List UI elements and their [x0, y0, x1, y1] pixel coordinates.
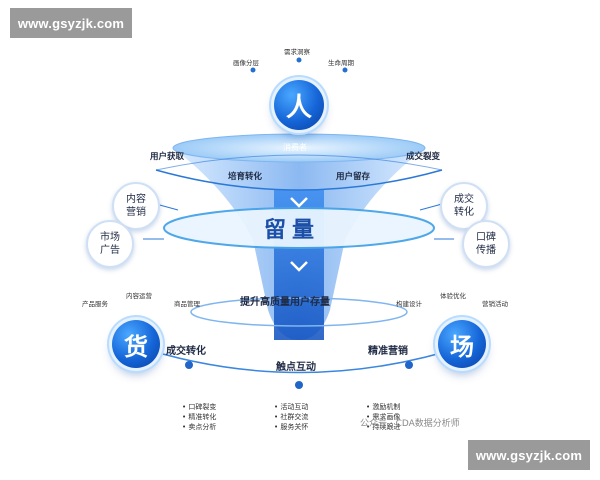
- arrow-down-2: [290, 261, 308, 272]
- ring-top-front: [155, 169, 443, 191]
- stage-deal-conversion: 成交转化: [166, 346, 206, 357]
- list-item: • 活动互动: [274, 403, 309, 411]
- stage-dot-1: [185, 361, 193, 369]
- list-item: • 口碑裂变: [182, 403, 217, 411]
- side-bubble-word-of-mouth: 口碑传播: [462, 220, 510, 268]
- side-label-word-of-mouth: 口碑传播: [476, 232, 496, 256]
- list-item: • 社群交流: [274, 413, 309, 421]
- side-label-content-marketing: 内容营销: [126, 194, 146, 218]
- lower-ring: [190, 297, 408, 327]
- stage-precision-marketing: 精准营销: [368, 346, 408, 357]
- list-item: • 持续跟进: [366, 423, 401, 431]
- consumer-label: 消费者: [283, 143, 307, 152]
- stage-touchpoint: 触点互动: [276, 362, 316, 373]
- top-disk: [172, 133, 426, 163]
- side-bubble-market-ads: 市场广告: [86, 220, 134, 268]
- bottom-arc: [132, 344, 469, 374]
- field-tag-campaign: 营销活动: [482, 300, 508, 308]
- list-item: • 激励机制: [366, 403, 401, 411]
- field-tag-experience: 体验优化: [440, 292, 466, 300]
- list-item: • 精准转化: [182, 413, 217, 421]
- label-user-acquire: 用户获取: [150, 152, 185, 162]
- list-item: • 卖点分析: [182, 423, 217, 431]
- person-circle: 人: [274, 80, 324, 130]
- field-tag-build: 构建设计: [396, 300, 422, 308]
- side-label-market-ads: 市场广告: [100, 232, 120, 256]
- label-cultivate: 培育转化: [228, 172, 263, 182]
- upgrade-label: 提升高质量用户存量: [240, 297, 330, 308]
- list-item: • 服务关怀: [274, 423, 309, 431]
- middle-disk: [163, 207, 435, 249]
- top-tag-lifecycle: 生命周期: [328, 59, 354, 67]
- goods-tag-merch: 商品管理: [174, 300, 200, 308]
- label-retain: 用户留存: [336, 172, 371, 182]
- goods-circle: 货: [112, 320, 160, 368]
- watermark-top: www.gsyzjk.com: [10, 8, 132, 38]
- stage-dot-3: [405, 361, 413, 369]
- stage-dot-2: [295, 381, 303, 389]
- list-item: • 需求画像: [366, 413, 401, 421]
- source-caption: 公众号 · CDA数据分析师: [360, 419, 460, 429]
- center-title: 留量: [264, 218, 321, 243]
- bullet-list-3: • 激励机制 • 需求画像 • 持续跟进: [366, 402, 400, 432]
- side-label-deal-conversion: 成交转化: [454, 194, 474, 218]
- tag-dot: [250, 67, 256, 73]
- connector-right-1: [419, 203, 443, 211]
- goods-tag-product: 产品服务: [82, 300, 108, 308]
- tag-dot: [342, 67, 348, 73]
- goods-tag-content-ops: 内容运营: [126, 292, 152, 300]
- bullet-list-2: • 活动互动 • 社群交流 • 服务关怀: [274, 402, 308, 432]
- label-deal-fission: 成交裂变: [406, 152, 441, 162]
- field-circle: 场: [438, 320, 486, 368]
- arrow-down-1: [290, 197, 308, 208]
- diagram-panel: 人 画像分层 需求洞察 生命周期 消费者 用户获取 培育转化 用户留存 成交裂变…: [78, 40, 520, 440]
- bullet-list-1: • 口碑裂变 • 精准转化 • 卖点分析: [182, 402, 216, 432]
- top-tag-profile: 画像分层: [233, 59, 259, 67]
- funnel-graphic: [132, 57, 469, 389]
- watermark-bottom: www.gsyzjk.com: [468, 440, 590, 470]
- top-tag-insight: 需求洞察: [284, 48, 310, 56]
- ring-top-back: [155, 154, 443, 171]
- tag-dot: [296, 57, 302, 63]
